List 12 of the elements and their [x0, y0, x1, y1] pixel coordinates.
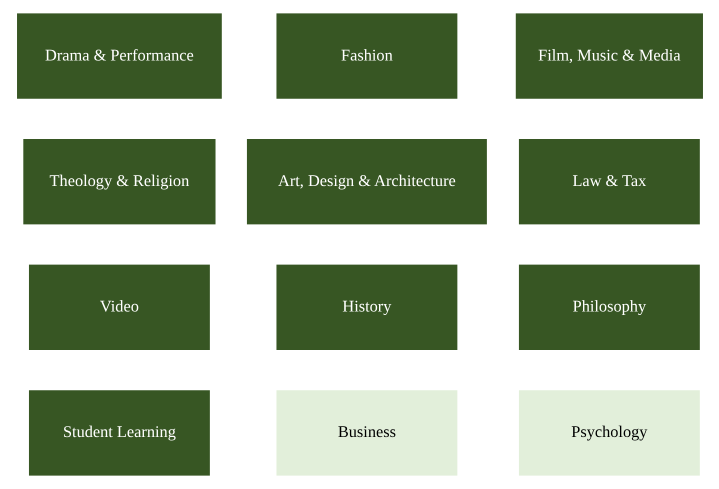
- node-box: Art, Design & Architecture: [246, 138, 486, 224]
- node-box: Film, Music & Media: [515, 13, 702, 99]
- node-box: Philosophy: [518, 264, 700, 350]
- node-box: History: [276, 264, 457, 350]
- node-box: Video: [28, 264, 210, 350]
- node-box: Law & Tax: [518, 138, 700, 224]
- node-box: Theology & Religion: [22, 138, 216, 224]
- node-box: Business: [276, 390, 457, 476]
- node-box: Drama & Performance: [16, 13, 222, 99]
- node-box: Psychology: [518, 390, 700, 476]
- node-box: Fashion: [276, 13, 457, 99]
- node-box: Student Learning: [28, 390, 210, 476]
